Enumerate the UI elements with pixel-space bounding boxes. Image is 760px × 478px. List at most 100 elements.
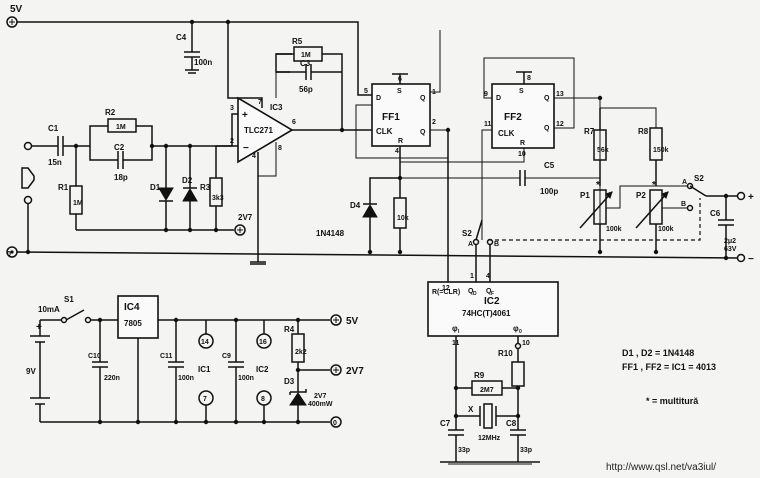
- svg-text:0: 0: [519, 329, 522, 335]
- flipflop-ff2: 8 S D 9 Q 13 FF2 CLK Q 12 11 R 10: [484, 71, 564, 158]
- ic2-value: 74HC(T)4061: [462, 309, 511, 318]
- zener-d3: D3 2V7 400mW: [284, 377, 333, 422]
- d3-value: 2V7: [314, 393, 327, 400]
- svg-text:A: A: [682, 179, 687, 186]
- svg-text:Q: Q: [420, 95, 426, 102]
- resistor-r7: R7 56k: [584, 108, 609, 186]
- c5-value: 100p: [540, 187, 558, 196]
- svg-text:10: 10: [522, 340, 530, 347]
- capacitor-c2: C2 18p: [89, 143, 153, 182]
- svg-text:8: 8: [261, 396, 265, 403]
- r9-label: R9: [474, 371, 485, 380]
- c11-label: C11: [160, 353, 173, 360]
- svg-text:I: I: [458, 329, 460, 335]
- svg-text:Q: Q: [486, 288, 492, 295]
- label-5v-supply: 5V: [346, 316, 359, 327]
- svg-text:S: S: [397, 88, 402, 95]
- resistor-r4: R4 2k2: [284, 320, 307, 392]
- terminal-2v7: 2V7: [330, 364, 364, 377]
- svg-text:4: 4: [252, 153, 256, 160]
- svg-text:12: 12: [442, 285, 450, 292]
- ic2-label: IC2: [484, 296, 500, 307]
- ic1-label: IC1: [198, 365, 211, 374]
- resistor-r8: R8 150k: [638, 127, 669, 186]
- rail-5v: 5V: [6, 4, 372, 96]
- capacitor-c8: C8 33p: [506, 419, 532, 462]
- r4-label: R4: [284, 325, 295, 334]
- s1-value: 10mA: [38, 305, 60, 314]
- svg-text:9: 9: [484, 91, 488, 98]
- switch-link-dashed: [488, 198, 701, 241]
- r10-label: R10: [498, 349, 513, 358]
- c8-label: C8: [506, 419, 517, 428]
- svg-text:2: 2: [230, 138, 234, 145]
- ic4-value: 7805: [124, 319, 142, 328]
- svg-text:13: 13: [556, 91, 564, 98]
- c1-value: 15n: [48, 158, 62, 167]
- r2-label: R2: [105, 108, 116, 117]
- output-connector: + −: [736, 191, 754, 265]
- svg-text:Q: Q: [544, 95, 550, 102]
- rail-2v7-node: 2V7: [234, 213, 253, 236]
- capacitor-c10: C10 220n: [88, 320, 120, 422]
- r3-value: 3k3: [212, 195, 224, 202]
- svg-text:−: −: [748, 254, 754, 265]
- r5-value: 1M: [301, 52, 311, 59]
- c1-label: C1: [48, 124, 59, 133]
- svg-text:φ: φ: [513, 324, 519, 333]
- p1-label: P1: [580, 191, 590, 200]
- counter-ic2: 12 1 4 R(=CLR) Q D Q F IC2 74HC(T)4061 φ…: [427, 273, 559, 347]
- label-2v7-supply: 2V7: [346, 366, 364, 377]
- note-diodes: D1 , D2 = 1N4148: [622, 348, 694, 358]
- r2-value: 1M: [116, 124, 126, 131]
- diode-d2: D2: [182, 146, 198, 230]
- s2-label-output: S2: [694, 174, 704, 183]
- svg-text:Q: Q: [468, 288, 474, 295]
- regulator-ic4: IC4 7805: [117, 295, 159, 422]
- svg-text:8: 8: [527, 75, 531, 82]
- ic3-value: TLC271: [244, 126, 273, 135]
- capacitor-c5: C5 100p: [370, 161, 600, 196]
- svg-text:1: 1: [470, 273, 474, 280]
- d3-power: 400mW: [308, 401, 333, 408]
- r8-label: R8: [638, 127, 649, 136]
- c9-value: 100n: [238, 375, 254, 382]
- svg-text:2: 2: [432, 119, 436, 126]
- c4-label: C4: [176, 33, 187, 42]
- label-5v: 5V: [10, 4, 23, 15]
- c9-label: C9: [222, 353, 231, 360]
- potentiometer-p1: P1 100k *: [579, 180, 622, 252]
- svg-text:φ: φ: [452, 324, 458, 333]
- crystal-label: X: [468, 405, 474, 414]
- c8-value: 33p: [520, 447, 532, 454]
- battery-label: 9V: [26, 367, 36, 376]
- notes: D1 , D2 = 1N4148 FF1 , FF2 = IC1 = 4013 …: [606, 348, 716, 473]
- d1-label: D1: [150, 183, 161, 192]
- flipflop-ff1: 6 S D 5 Q 1 FF1 CLK Q 2 R 4: [364, 73, 436, 158]
- r9-value: 2M7: [480, 387, 494, 394]
- svg-text:B: B: [681, 201, 686, 208]
- rail-ground: 0: [6, 204, 739, 261]
- c11-value: 100n: [178, 375, 194, 382]
- d4-label: D4: [350, 201, 361, 210]
- p1-value: 100k: [606, 226, 622, 233]
- capacitor-c11: C11 100n: [160, 320, 194, 422]
- svg-text:D: D: [376, 95, 381, 102]
- switch-s1: S1 10mA: [38, 295, 118, 324]
- capacitor-c6: C6 2μ2 63V: [710, 193, 738, 258]
- opamp-ic3: + − TLC271 IC3 3 2 7 4 6 8: [225, 19, 296, 265]
- c10-label: C10: [88, 353, 101, 360]
- crystal-value: 12MHz: [478, 435, 501, 442]
- c3-label: C3: [300, 59, 311, 68]
- battery-9v: + 9V: [26, 320, 50, 422]
- c6-label: C6: [710, 209, 721, 218]
- c3-value: 56p: [299, 85, 313, 94]
- capacitor-c3: C3 56p: [276, 59, 342, 94]
- ground-label-supply: 0: [333, 420, 337, 427]
- d4-value: 1N4148: [316, 229, 345, 238]
- r1-label: R1: [58, 183, 69, 192]
- svg-text:Q: Q: [544, 125, 550, 132]
- p2-value: 100k: [658, 226, 674, 233]
- svg-text:*: *: [596, 180, 600, 191]
